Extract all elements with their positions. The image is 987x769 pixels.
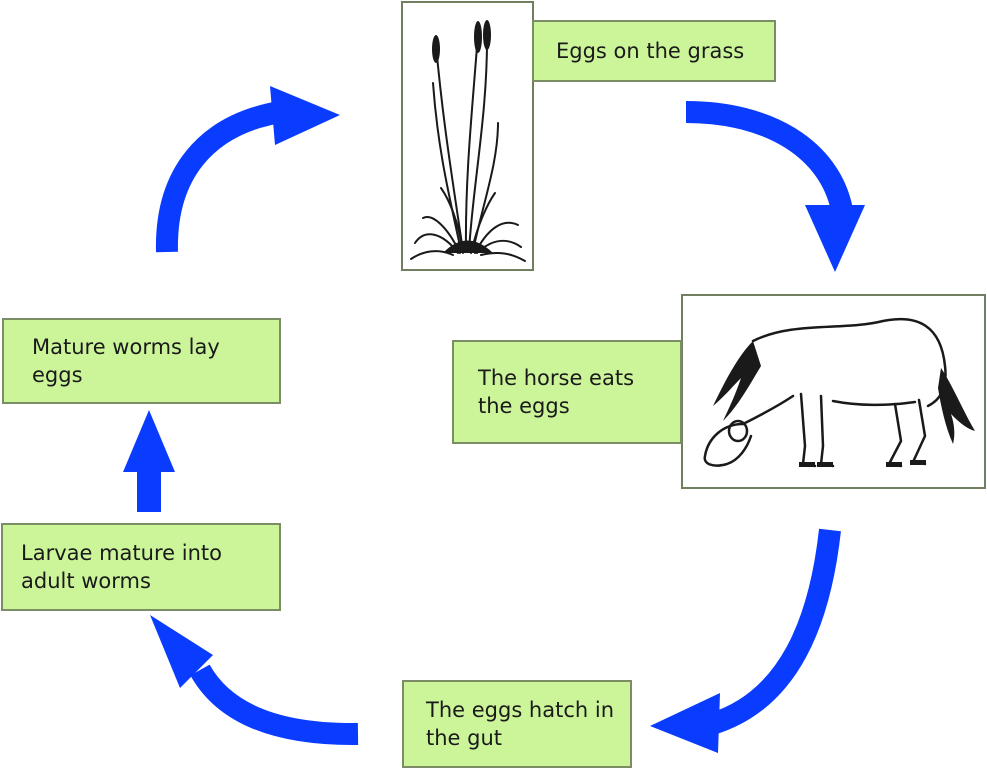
- stage-label: The eggs hatch in the gut: [426, 698, 615, 750]
- stage-eggs-on-grass: Eggs on the grass: [532, 20, 776, 82]
- stage-worms-lay-eggs: Mature worms lay eggs: [2, 318, 281, 404]
- stage-eggs-hatch: The eggs hatch in the gut: [402, 680, 632, 768]
- stage-horse-eats: The horse eats the eggs: [452, 340, 682, 444]
- grass-picture: [401, 1, 534, 271]
- stage-label: Eggs on the grass: [556, 39, 745, 63]
- arrow-to-lay-eggs: [123, 410, 175, 512]
- grass-clump-icon: [410, 20, 526, 262]
- stage-label: Mature worms lay eggs: [32, 335, 220, 387]
- horse-picture: [681, 294, 986, 489]
- stage-label: Larvae mature into adult worms: [21, 541, 222, 593]
- grazing-horse-icon: [703, 317, 975, 468]
- arrow-to-horse: [685, 101, 865, 272]
- arrow-to-larvae: [150, 615, 359, 746]
- arrow-to-grass: [155, 86, 340, 253]
- stage-label: The horse eats the eggs: [478, 366, 635, 418]
- stage-larvae-mature: Larvae mature into adult worms: [1, 523, 281, 611]
- arrow-to-hatch: [650, 528, 841, 753]
